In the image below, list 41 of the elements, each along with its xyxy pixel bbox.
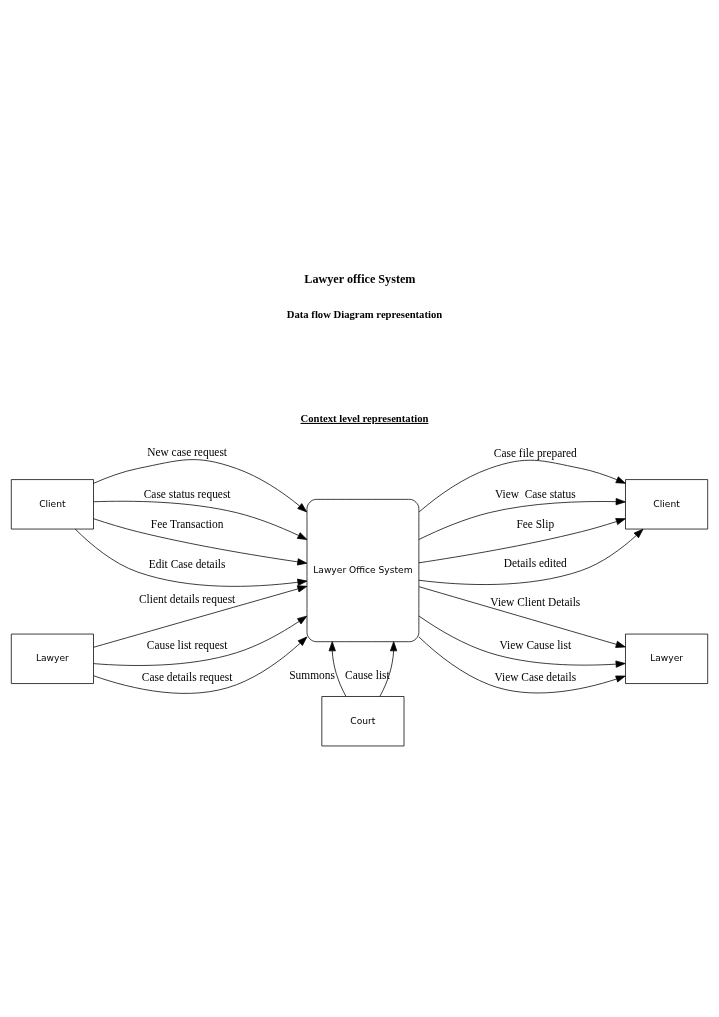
- edge-label: Case file prepared: [493, 447, 577, 460]
- arrow: [93, 585, 308, 648]
- arrow: [328, 641, 347, 697]
- edge-label: Fee Slip: [516, 517, 555, 530]
- edge-label: Fee Transaction: [150, 517, 224, 530]
- edge-label: View Case details: [494, 670, 577, 683]
- arrow: [418, 459, 626, 513]
- edge-label: Details edited: [503, 556, 567, 569]
- arrow: [74, 528, 308, 587]
- label: Data flow Diagram representation: [286, 308, 443, 320]
- arrow: [418, 636, 626, 694]
- arrow: [418, 615, 626, 668]
- edge-label: Edit Case details: [148, 558, 226, 571]
- arrow: [93, 615, 308, 666]
- edge-label: View Cause list: [499, 638, 572, 651]
- arrow: [418, 498, 626, 540]
- node-box: Client: [625, 479, 709, 530]
- edge-label: Summons: [289, 669, 335, 682]
- edge-label: Case details request: [141, 670, 233, 683]
- edge-label: New case request: [147, 446, 228, 459]
- node-box: Lawyer: [10, 633, 94, 684]
- diagram-title: Lawyer office System: [304, 272, 416, 287]
- edge-label: Case status request: [143, 488, 231, 501]
- node-box: Court: [321, 696, 405, 747]
- node-box: Client: [10, 479, 94, 530]
- node-box: Lawyer: [625, 633, 709, 684]
- arrow: [418, 518, 626, 564]
- node-box: Lawyer Office System: [306, 499, 420, 643]
- arrow: [93, 636, 308, 694]
- edge-label: View Client Details: [490, 596, 581, 609]
- edge-label: Cause list request: [146, 638, 228, 651]
- arrow: [93, 500, 308, 540]
- arrow: [93, 459, 308, 513]
- arrow: [418, 528, 644, 585]
- arrow: [379, 641, 398, 697]
- arrow: [418, 586, 626, 648]
- arrow: [93, 518, 308, 566]
- edge-label: View Case status: [494, 488, 576, 501]
- edge-label: Client details request: [138, 593, 236, 606]
- edge-label: Cause list: [345, 669, 390, 682]
- label: Context level representation: [300, 412, 429, 424]
